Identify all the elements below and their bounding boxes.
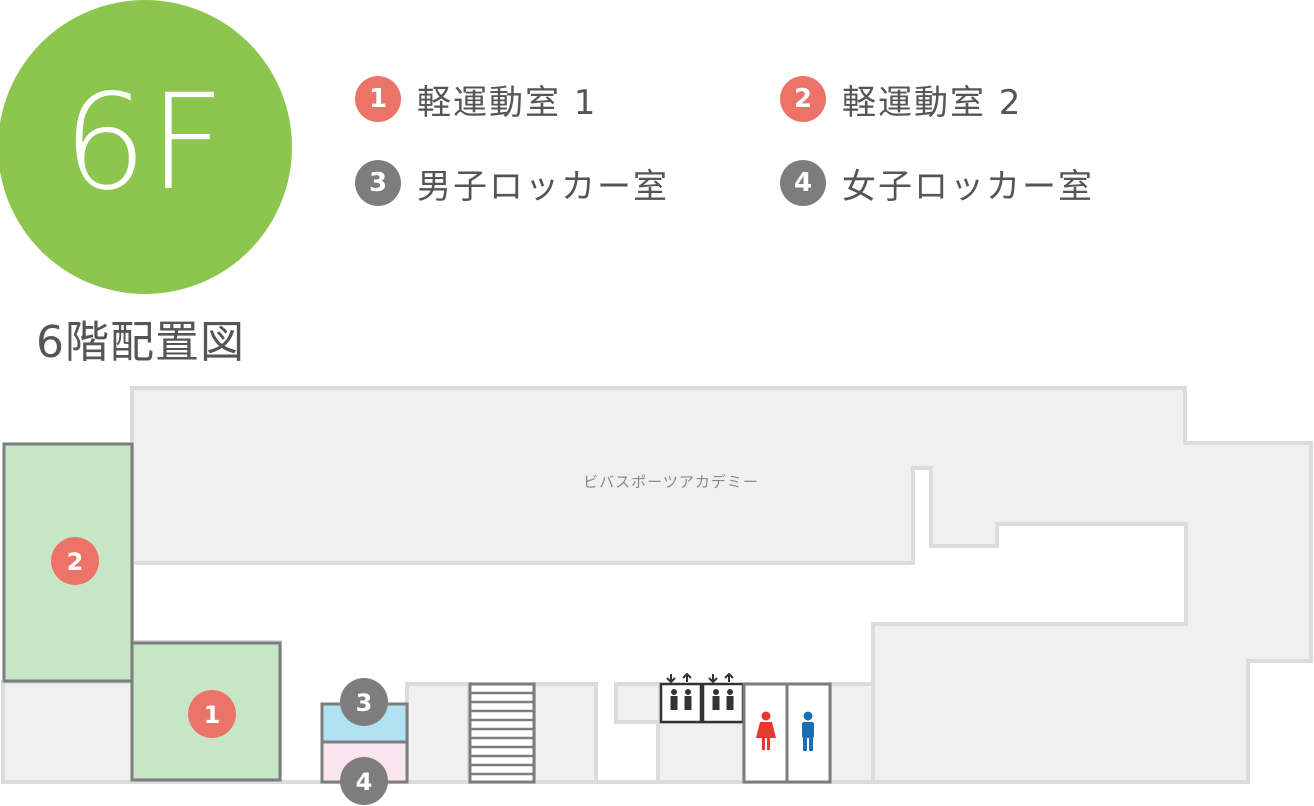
west-wing (1, 680, 136, 784)
marker-3[interactable]: 3 (340, 678, 388, 726)
svg-text:1: 1 (204, 701, 221, 729)
elevator-icon (701, 672, 745, 724)
number-badge-icon: 3 (355, 160, 401, 206)
map-title: 6階配置図 (36, 317, 245, 368)
legend-label: 軽運動室 2 (842, 82, 1023, 123)
legend-label: 男子ロッカー室 (417, 166, 669, 207)
number-badge-icon: 4 (780, 160, 826, 206)
number-badge-icon: 1 (355, 76, 401, 122)
floor-label: 6F (63, 66, 227, 220)
legend-item-2: 2 軽運動室 2 (780, 74, 1022, 124)
marker-4[interactable]: 4 (340, 757, 388, 805)
stairs-icon (468, 682, 536, 784)
legend-item-1: 1 軽運動室 1 (355, 74, 597, 124)
service-room (828, 682, 875, 784)
elevator-icon (659, 672, 703, 724)
female-restroom-icon (756, 711, 776, 750)
svg-text:3: 3 (356, 689, 373, 717)
svg-text:4: 4 (356, 768, 373, 796)
floor-badge: 6F (0, 0, 292, 294)
marker-2[interactable]: 2 (51, 537, 99, 585)
marker-1[interactable]: 1 (188, 690, 236, 738)
legend-item-4: 4 女子ロッカー室 (780, 158, 1094, 208)
service-room (614, 682, 662, 724)
tenant-label: ビバスポーツアカデミー (583, 473, 759, 491)
service-room (405, 682, 471, 784)
service-room (532, 682, 598, 784)
legend-item-3: 3 男子ロッカー室 (355, 158, 669, 208)
male-restroom-icon (802, 711, 814, 751)
svg-text:2: 2 (67, 548, 84, 576)
legend-label: 軽運動室 1 (417, 82, 598, 123)
legend-label: 女子ロッカー室 (842, 166, 1094, 207)
number-badge-icon: 2 (780, 76, 826, 122)
service-room (656, 720, 746, 784)
